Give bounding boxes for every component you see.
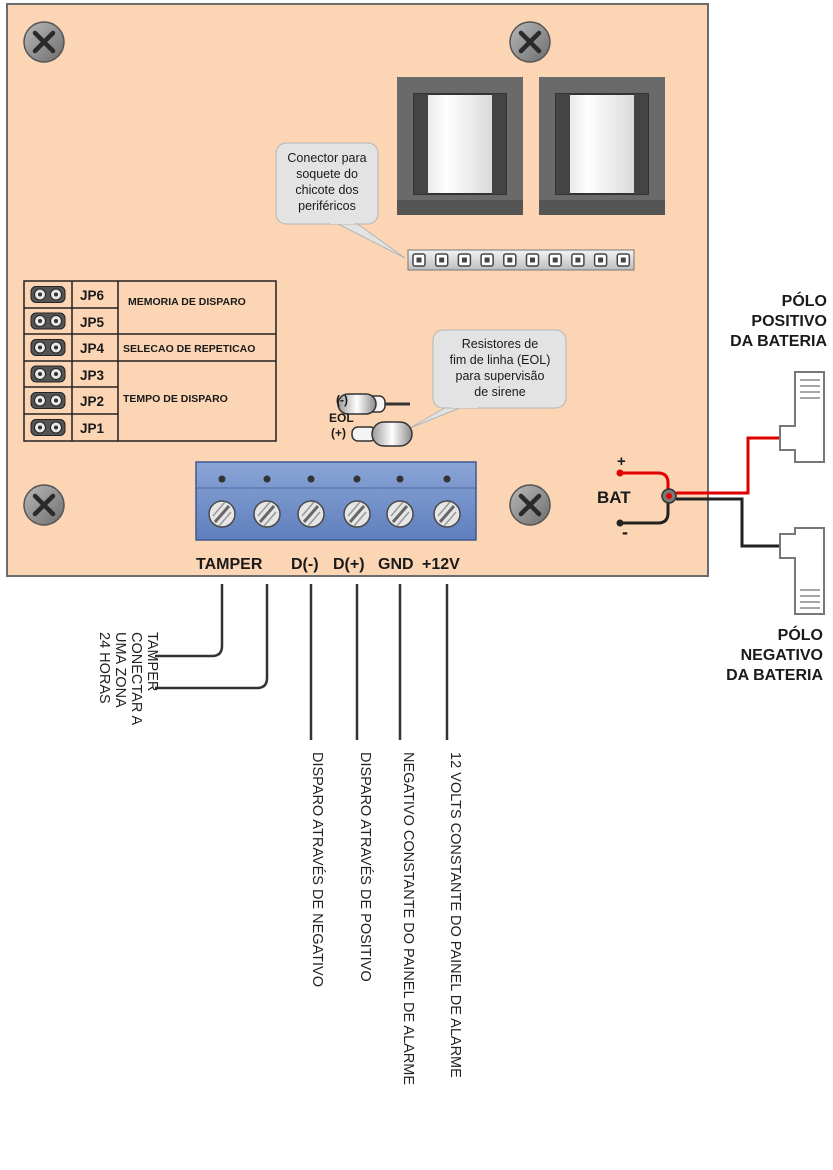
screw-icon [509, 21, 551, 63]
callout-connector-line: chicote dos [295, 183, 358, 197]
connector-pin-icon [503, 253, 517, 267]
resistor-icon [337, 393, 410, 415]
terminal-label-d-pos: D(+) [333, 556, 365, 573]
wire-desc-gnd: NEGATIVO CONSTANTE DO PAINEL DE ALARME [400, 752, 416, 1085]
tamper-note-line: CONECTAR A [128, 632, 144, 726]
positive-pole-line: DA BATERIA [730, 333, 827, 350]
terminal-label-d-neg: D(-) [291, 556, 319, 573]
connector-pin-icon [412, 253, 426, 267]
jumper-label: JP2 [80, 394, 104, 409]
screw-icon [23, 21, 65, 63]
jumper-icon [30, 339, 66, 356]
connector-pin-icon [616, 253, 631, 267]
resistor-icon [351, 421, 413, 447]
callout-connector: Conector para soquete do chicote dos per… [275, 142, 406, 259]
terminal-screw-icon [253, 475, 281, 528]
terminal-block [195, 461, 477, 541]
callout-eol-line: para supervisão [456, 369, 545, 383]
eol-label: EOL [329, 411, 354, 425]
bat-plus: + [617, 453, 626, 470]
jumper-icon [30, 312, 66, 330]
eol-neg-label: (-) [336, 393, 348, 407]
wire-desc-d-pos: DISPARO ATRAVÉS DE POSITIVO [357, 752, 374, 982]
tamper-note-line: TAMPER [144, 632, 160, 691]
negative-pole-line: NEGATIVO [741, 647, 823, 664]
connector-pin-icon [548, 253, 562, 267]
jumper-label: JP5 [80, 315, 105, 330]
wire-desc-d-neg: DISPARO ATRAVÉS DE NEGATIVO [309, 752, 326, 987]
callout-eol-line: Resistores de [462, 337, 538, 351]
battery-connector: + - BAT [597, 453, 677, 542]
positive-pole-line: POSITIVO [751, 313, 827, 330]
terminal-label-tamper: TAMPER [196, 556, 263, 573]
jumper-label: JP1 [80, 421, 105, 436]
callout-eol-line: fim de linha (EOL) [450, 353, 551, 367]
connector-pin-icon [434, 253, 449, 267]
relay-icon [539, 77, 665, 215]
jumper-label: JP4 [80, 341, 105, 356]
jumper-table: JP6 JP5 JP4 JP3 JP2 JP1 MEMORIA DE DISPA… [23, 280, 277, 442]
callout-eol: Resistores de fim de linha (EOL) para su… [409, 329, 567, 429]
relay-icon [397, 77, 523, 215]
output-wires [155, 584, 449, 740]
connector-pin-icon [457, 253, 472, 267]
callout-connector-line: Conector para [287, 151, 366, 165]
positive-pole-line: PÓLO [782, 291, 827, 310]
callout-connector-line: soquete do [296, 167, 358, 181]
eol-pos-label: (+) [331, 426, 346, 440]
battery-positive-terminal-icon [779, 371, 825, 463]
wire-desc-12v: 12 VOLTS CONSTANTE DO PAINEL DE ALARME [447, 752, 463, 1078]
terminal-label-12v: +12V [422, 556, 460, 573]
screw-icon [509, 484, 551, 526]
negative-pole-line: PÓLO [778, 625, 823, 644]
jumper-icon [30, 286, 66, 303]
battery-positive-wire [676, 436, 780, 495]
terminal-screw-icon [343, 475, 371, 528]
terminal-screw-icon [208, 475, 236, 528]
negative-pole-line: DA BATERIA [726, 667, 823, 684]
jumper-label: JP6 [80, 288, 105, 303]
connector-pin-icon [593, 253, 608, 267]
jumper-function-selecao: SELECAO DE REPETICAO [123, 343, 255, 355]
jumper-icon [30, 392, 66, 409]
terminal-screw-icon [297, 475, 325, 528]
terminal-screw-icon [386, 475, 414, 528]
tamper-note-line: UMA ZONA [112, 632, 128, 708]
jumper-label: JP3 [80, 368, 105, 383]
jumper-icon [30, 419, 66, 436]
jumper-function-tempo: TEMPO DE DISPARO [123, 393, 228, 405]
connector-pin-icon [571, 253, 585, 267]
jumper-icon [30, 365, 66, 383]
peripheral-connector [407, 249, 635, 271]
callout-connector-line: periféricos [298, 199, 356, 213]
callout-eol-line: de sirene [474, 385, 525, 399]
battery-negative-terminal-icon [779, 527, 825, 615]
connector-pin-icon [525, 253, 540, 267]
terminal-label-gnd: GND [378, 556, 414, 573]
battery-negative-wire [676, 497, 780, 548]
tamper-note-line: 24 HORAS [96, 632, 112, 704]
bat-minus: - [622, 522, 628, 542]
jumper-function-memoria: MEMORIA DE DISPARO [128, 296, 246, 308]
connector-pin-icon [480, 253, 494, 267]
screw-icon [23, 484, 65, 526]
bat-label: BAT [597, 488, 631, 507]
terminal-screw-icon [433, 475, 461, 528]
